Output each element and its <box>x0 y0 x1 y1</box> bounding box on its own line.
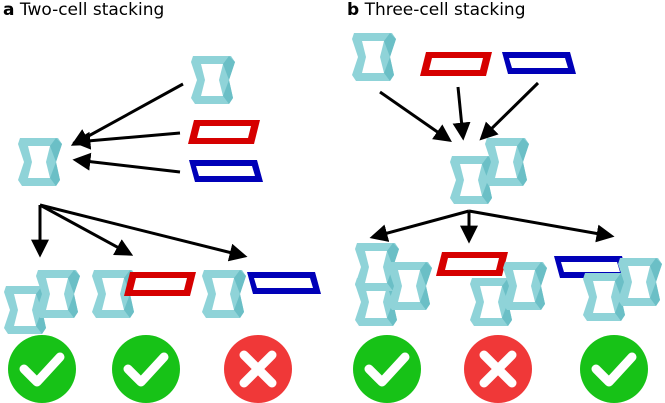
panel-b-target <box>450 138 529 204</box>
blue-cell <box>247 272 321 294</box>
panel-b-title: b Three-cell stacking <box>347 0 525 20</box>
cyan-cell <box>618 258 662 306</box>
panel-b-result-1 <box>355 243 432 326</box>
red-cell <box>188 120 260 144</box>
check-icon <box>112 335 180 403</box>
blue-cell <box>502 52 576 74</box>
cyan-cell <box>503 262 547 310</box>
cyan-cell <box>191 56 235 104</box>
red-cell <box>436 252 508 276</box>
panel-a-arrows <box>31 82 248 262</box>
check-icon <box>353 335 421 403</box>
cross-icon <box>464 335 532 403</box>
panel-b-arrows <box>369 81 615 244</box>
outcome-badges <box>8 335 648 403</box>
panel-a-letter: a <box>3 0 15 20</box>
red-cell <box>420 52 492 76</box>
panel-a-title-text: Two-cell stacking <box>19 0 165 20</box>
panel-b-letter: b <box>347 0 360 20</box>
panel-b-result-3 <box>554 256 662 321</box>
panel-a-title: a Two-cell stacking <box>3 0 164 20</box>
cyan-cell <box>388 262 432 310</box>
check-icon <box>580 335 648 403</box>
panel-b-result-2 <box>436 252 547 326</box>
panel-a-sources <box>188 56 263 182</box>
red-cell <box>124 272 196 296</box>
blue-cell <box>189 160 263 182</box>
panel-a-result-3 <box>202 270 321 318</box>
panel-b-sources <box>352 33 576 81</box>
cyan-cell <box>352 33 396 81</box>
panel-a-result-2 <box>92 270 196 318</box>
cyan-cell <box>202 270 246 318</box>
cyan-cell <box>36 270 80 318</box>
cyan-cell-target <box>18 138 62 186</box>
cross-icon <box>224 335 292 403</box>
check-icon <box>8 335 76 403</box>
panel-b-title-text: Three-cell stacking <box>364 0 526 20</box>
panel-a-result-1 <box>4 270 80 334</box>
cyan-cell <box>485 138 529 186</box>
